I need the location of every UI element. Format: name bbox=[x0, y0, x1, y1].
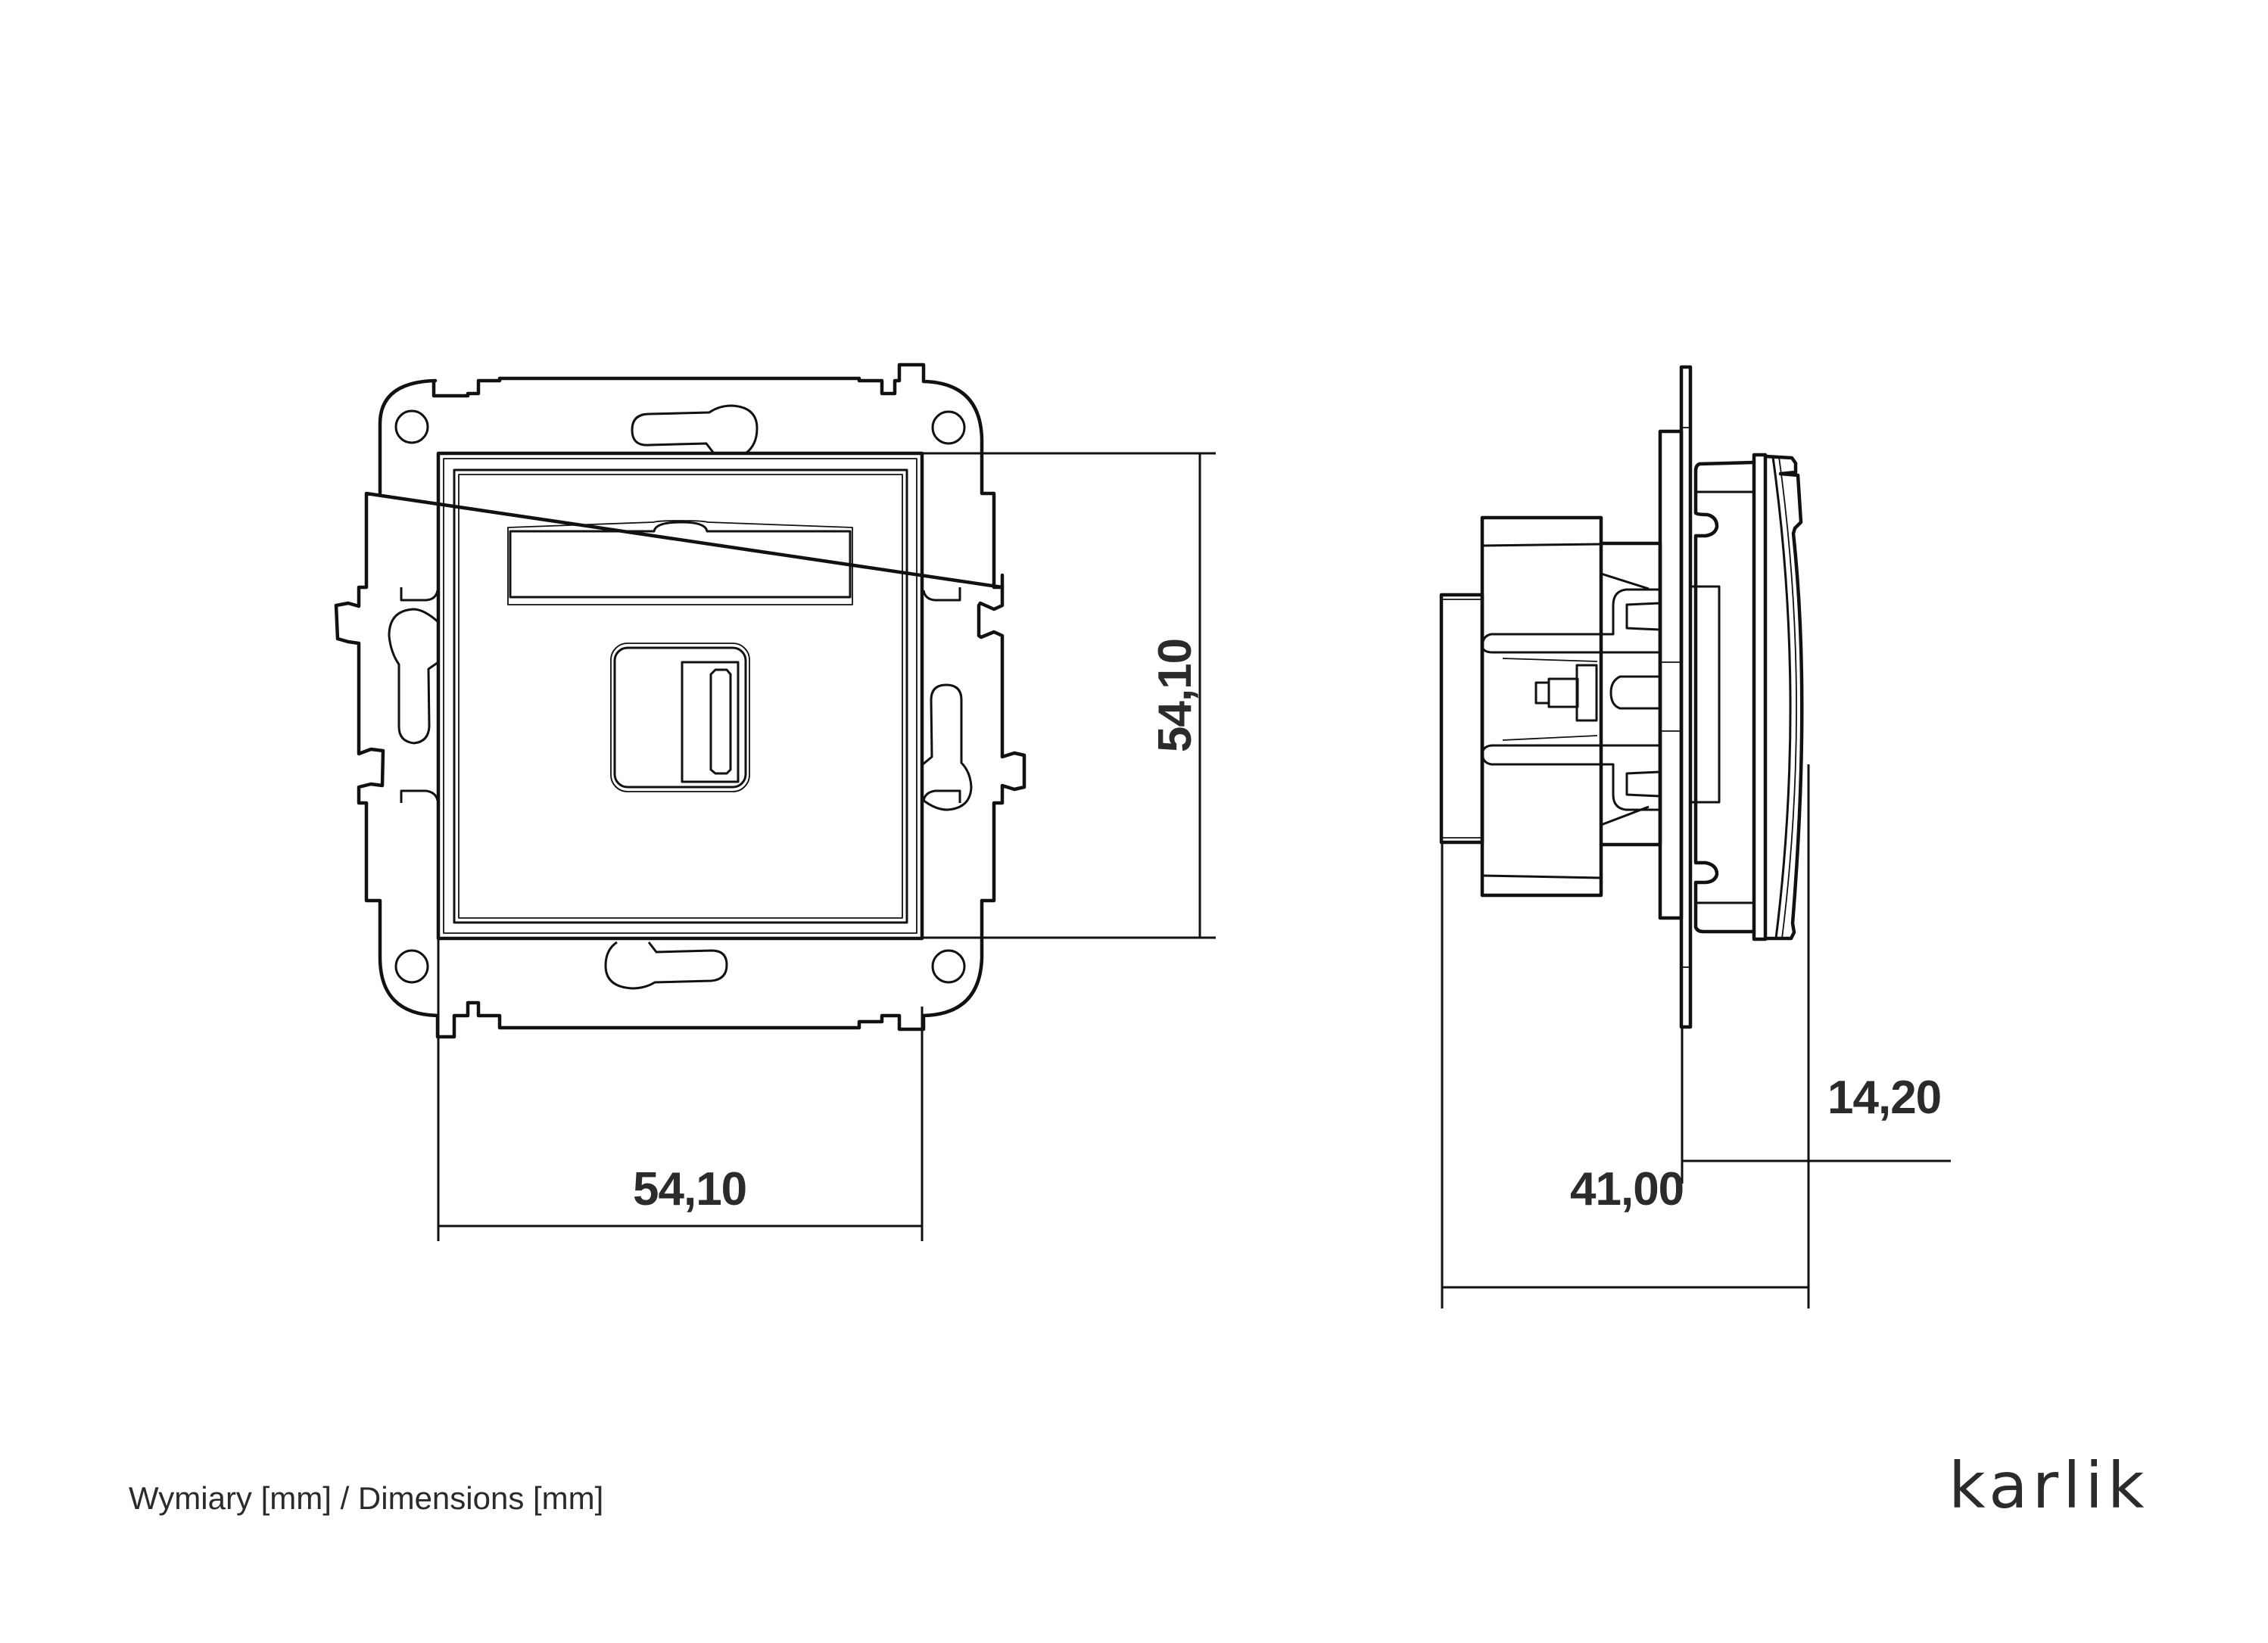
latch-arm-top bbox=[1481, 588, 1660, 654]
rear-housing bbox=[1480, 515, 1603, 898]
hdmi-port-slot bbox=[709, 668, 732, 775]
cover-plate-inner-bevel bbox=[458, 474, 903, 919]
cover-plate-profile-edge bbox=[1778, 456, 1797, 939]
socket-surround-inner bbox=[613, 646, 747, 789]
support-frame-bar bbox=[1658, 429, 1684, 920]
pin-collar bbox=[1575, 664, 1598, 722]
mounting-plate bbox=[1679, 365, 1693, 1029]
pin-shaft bbox=[1547, 677, 1579, 708]
screw-hole-bottom-right bbox=[931, 949, 966, 984]
dimensions-caption: Wymiary [mm] / Dimensions [mm] bbox=[129, 1480, 604, 1516]
socket-surround-outer bbox=[610, 643, 750, 792]
front-height-dimension-label: 54,10 bbox=[1149, 638, 1202, 753]
side-depth-dimension-label: 41,00 bbox=[1570, 1163, 1684, 1215]
front-view-dimensions bbox=[437, 452, 1216, 1241]
label-window-inner bbox=[509, 521, 852, 599]
screw-hole-top-left bbox=[394, 409, 429, 444]
side-view bbox=[1439, 365, 1804, 1029]
right-ear-clip-bottom bbox=[922, 789, 961, 803]
cover-frame-side bbox=[1752, 453, 1768, 941]
keyhole-slot-top bbox=[631, 404, 759, 455]
front-view bbox=[334, 363, 1027, 1039]
cover-plate-bevel bbox=[443, 458, 917, 934]
keyhole-slot-right bbox=[922, 683, 973, 811]
screw-hole-top-right bbox=[931, 410, 966, 445]
keyhole-slot-left bbox=[388, 608, 439, 745]
cover-plate-inner bbox=[453, 468, 908, 924]
cover-plate-profile-inner bbox=[1771, 456, 1792, 939]
latch-hook-bottom bbox=[1625, 770, 1661, 798]
screw-hole-bottom-left bbox=[394, 949, 429, 984]
hdmi-port-housing bbox=[681, 661, 740, 783]
side-view-dimensions bbox=[1441, 764, 1951, 1308]
right-ear-clip-top bbox=[922, 587, 961, 602]
cover-plate-outer bbox=[436, 451, 924, 941]
brand-logo: karlik bbox=[1949, 1449, 2149, 1523]
left-ear-clip-bottom bbox=[400, 789, 439, 803]
side-protrusion-dimension-label: 14,20 bbox=[1827, 1072, 1942, 1124]
mechanism-body bbox=[1693, 460, 1756, 934]
front-width-dimension-label: 54,10 bbox=[633, 1163, 747, 1215]
pin-socket bbox=[1609, 675, 1660, 710]
latch-hook-top bbox=[1625, 602, 1661, 631]
label-window-outer bbox=[507, 520, 853, 605]
mechanism-clip-block bbox=[1689, 585, 1721, 804]
rear-plug bbox=[1439, 593, 1484, 845]
mounting-frame-outline bbox=[334, 363, 1027, 1039]
cover-plate-profile-outer bbox=[1763, 454, 1804, 941]
left-ear-clip-top bbox=[400, 587, 439, 602]
keyhole-slot-bottom bbox=[604, 941, 728, 990]
latch-arm-bottom bbox=[1481, 744, 1660, 811]
pin-tip bbox=[1534, 681, 1550, 705]
